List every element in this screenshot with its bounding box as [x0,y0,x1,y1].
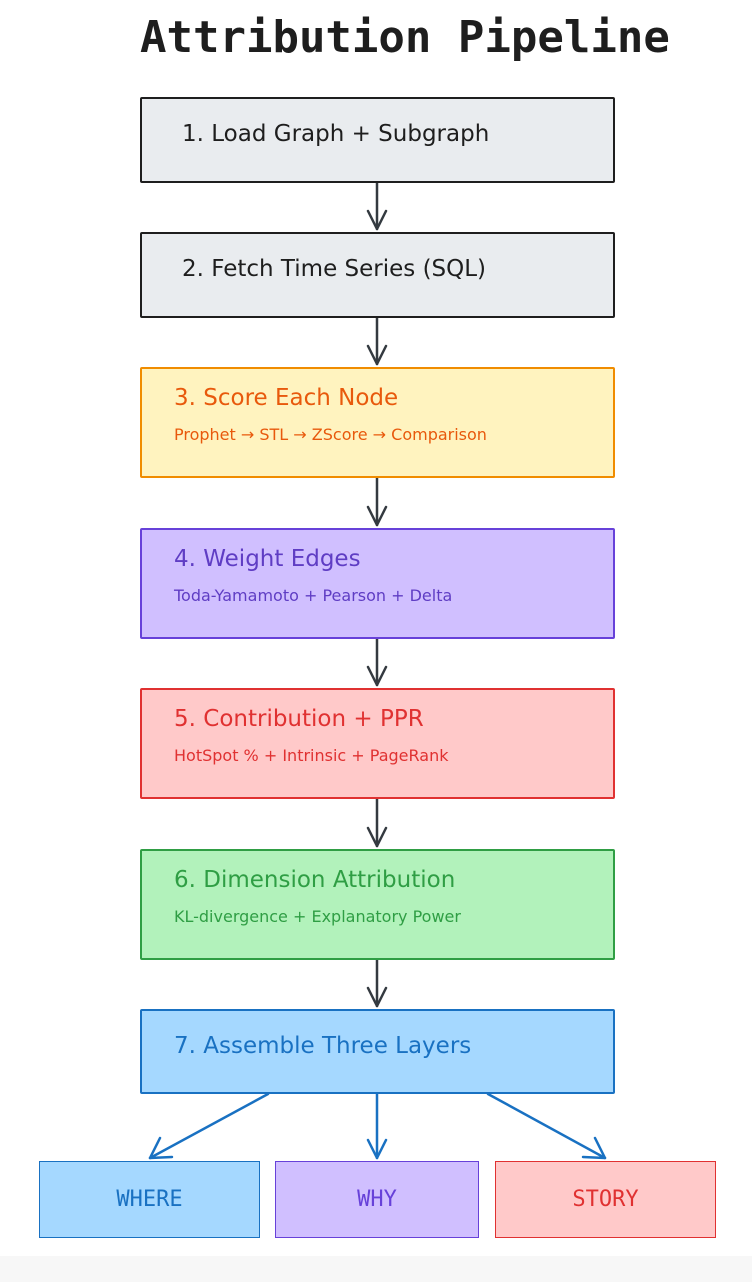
arrow-to-story [486,1092,607,1160]
bottom-strip [0,1256,752,1282]
diagram-title: Attribution Pipeline [140,12,670,63]
step-assemble-three-layers: 7. Assemble Three Layers [140,1009,615,1094]
step-score-each-node: 3. Score Each Node Prophet → STL → ZScor… [140,367,615,478]
step-load-graph: 1. Load Graph + Subgraph [140,97,615,183]
step-sublabel: HotSpot % + Intrinsic + PageRank [174,746,449,765]
step-label: 6. Dimension Attribution [174,867,456,893]
arrow-to-why [366,1092,388,1160]
step-label: 4. Weight Edges [174,546,361,572]
step-label: 1. Load Graph + Subgraph [182,121,490,147]
step-label: 7. Assemble Three Layers [174,1033,472,1059]
step-label: 5. Contribution + PPR [174,706,424,732]
output-why: WHY [275,1161,479,1238]
arrow-step3-to-step4 [366,476,388,527]
step-sublabel: Toda-Yamamoto + Pearson + Delta [174,586,453,605]
arrow-step4-to-step5 [366,637,388,687]
arrow-step2-to-step3 [366,316,388,366]
step-dimension-attribution: 6. Dimension Attribution KL-divergence +… [140,849,615,960]
arrow-step6-to-step7 [366,958,388,1008]
step-contribution-ppr: 5. Contribution + PPR HotSpot % + Intrin… [140,688,615,799]
step-label: 3. Score Each Node [174,385,399,411]
arrow-step5-to-step6 [366,797,388,848]
step-fetch-time-series: 2. Fetch Time Series (SQL) [140,232,615,318]
step-label: 2. Fetch Time Series (SQL) [182,256,487,282]
step-sublabel: Prophet → STL → ZScore → Comparison [174,425,487,444]
output-where: WHERE [39,1161,260,1238]
arrow-to-where [148,1092,270,1160]
output-story: STORY [495,1161,716,1238]
step-weight-edges: 4. Weight Edges Toda-Yamamoto + Pearson … [140,528,615,639]
step-sublabel: KL-divergence + Explanatory Power [174,907,461,926]
arrow-step1-to-step2 [366,181,388,231]
